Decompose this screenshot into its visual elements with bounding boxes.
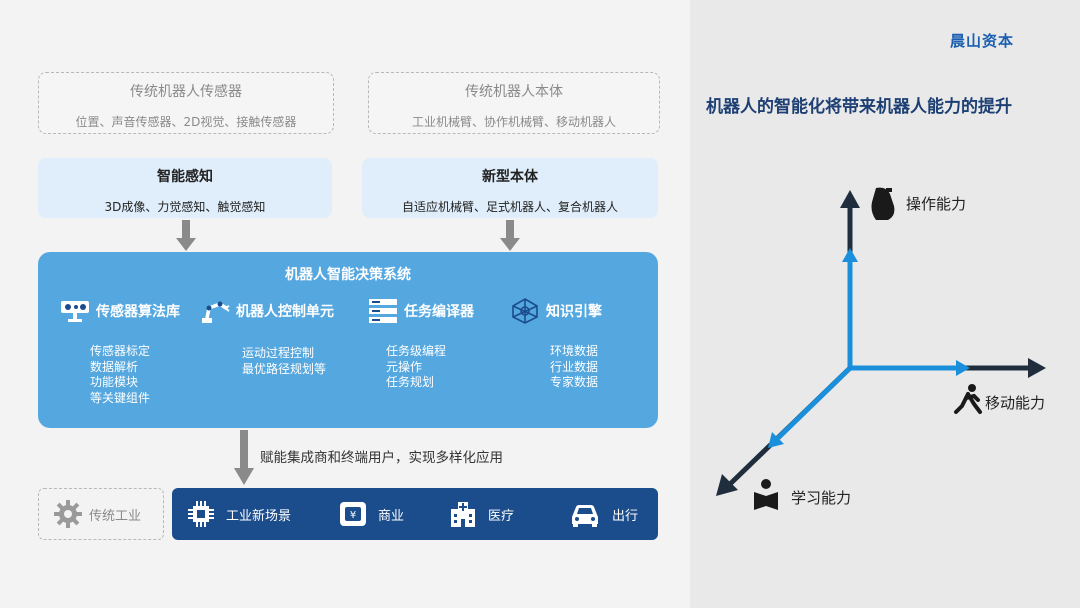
- right-title: 机器人的智能化将带来机器人能力的提升: [706, 97, 1012, 117]
- module-items: 传感器标定 数据解析 功能模块 等关键组件: [90, 344, 150, 406]
- module-task-compiler: 任务编译器: [368, 298, 474, 324]
- hand-icon: [871, 187, 895, 220]
- module-items: 任务级编程 元操作 任务规划: [386, 344, 446, 391]
- axis-downleft-bright: [774, 366, 852, 442]
- server-stack-icon: [369, 299, 397, 323]
- traditional-sensor-box: 传统机器人传感器 位置、声音传感器、2D视觉、接触传感器: [38, 72, 334, 134]
- capability-axes: [716, 187, 1046, 510]
- module-item: 数据解析: [90, 359, 139, 374]
- module-item: 环境数据: [550, 344, 599, 358]
- axis-right-arrowhead: [1028, 358, 1046, 378]
- traditional-industry-box: 传统工业: [38, 488, 164, 540]
- shop-icon: ¥: [340, 502, 366, 526]
- module-item: 最优路径规划等: [242, 361, 327, 376]
- down-arrow-icon: [234, 430, 254, 485]
- traditional-sensor-subtitle: 位置、声音传感器、2D视觉、接触传感器: [75, 115, 297, 129]
- module-items: 运动过程控制 最优路径规划等: [242, 346, 326, 377]
- axis-downleft-arrowhead: [716, 474, 738, 496]
- network-mesh-icon: [512, 298, 538, 324]
- module-item: 行业数据: [550, 359, 599, 374]
- new-body-box: 新型本体 自适应机械臂、足式机器人、复合机器人: [362, 158, 658, 218]
- axis-up-arrowhead: [840, 190, 860, 208]
- module-label: 知识引擎: [546, 304, 602, 320]
- decision-system-title: 机器人智能决策系统: [285, 267, 411, 283]
- sensor-camera-icon: [61, 301, 89, 322]
- brand-logo: 晨山资本: [950, 32, 1015, 50]
- module-item: 传感器标定: [90, 344, 151, 358]
- module-item: 等关键组件: [90, 390, 151, 405]
- new-body-title: 新型本体: [482, 169, 538, 185]
- module-robot-control: 机器人控制单元: [200, 298, 334, 324]
- chip-icon: [188, 501, 214, 527]
- traditional-body-box: 传统机器人本体 工业机械臂、协作机械臂、移动机器人: [368, 72, 660, 134]
- module-item: 任务规划: [386, 375, 435, 389]
- scene-industrial: 工业新场景: [186, 488, 291, 540]
- smart-perception-box: 智能感知 3D成像、力觉感知、触觉感知: [38, 158, 332, 218]
- scene-travel: 出行: [568, 488, 638, 540]
- svg-text:¥: ¥: [350, 510, 356, 521]
- empower-text: 赋能集成商和终端用户，实现多样化应用: [260, 450, 503, 466]
- car-icon: [572, 505, 598, 527]
- module-label: 机器人控制单元: [236, 304, 334, 320]
- axis-label-learning: 学习能力: [791, 489, 852, 507]
- decision-system-box: 机器人智能决策系统 传感器算法库 传感器标定 数据解析 功能模块 等关键组件 机…: [38, 252, 658, 428]
- down-arrow-icon: [176, 220, 196, 251]
- new-body-subtitle: 自适应机械臂、足式机器人、复合机器人: [401, 200, 618, 214]
- traditional-body-title: 传统机器人本体: [465, 84, 563, 100]
- scene-medical: 医疗: [448, 488, 514, 540]
- module-knowledge-engine: 知识引擎: [510, 298, 602, 324]
- scene-label: 医疗: [488, 508, 515, 524]
- smart-perception-subtitle: 3D成像、力觉感知、触觉感知: [104, 200, 266, 214]
- axis-up-inner-arrowhead: [842, 248, 858, 262]
- module-sensor-algorithm: 传感器算法库: [60, 298, 180, 324]
- axis-label-operation: 操作能力: [906, 195, 967, 213]
- axis-label-mobility: 移动能力: [985, 394, 1046, 412]
- axis-right-inner-arrowhead: [956, 360, 970, 376]
- gear-icon: [54, 500, 82, 528]
- down-arrow-icon: [500, 220, 520, 251]
- scene-label: 工业新场景: [226, 508, 292, 524]
- scene-label: 商业: [378, 508, 405, 524]
- smart-perception-title: 智能感知: [157, 169, 213, 185]
- scene-label: 出行: [612, 508, 639, 524]
- module-label: 传感器算法库: [96, 304, 180, 320]
- traditional-sensor-title: 传统机器人传感器: [130, 84, 242, 100]
- module-item: 运动过程控制: [242, 346, 315, 360]
- module-item: 元操作: [386, 359, 423, 374]
- module-items: 环境数据 行业数据 专家数据: [550, 344, 598, 391]
- reading-person-icon: [754, 479, 778, 510]
- scene-commerce: ¥ 商业: [338, 488, 404, 540]
- robot-arm-icon: [202, 301, 230, 323]
- module-item: 专家数据: [550, 375, 599, 389]
- module-label: 任务编译器: [404, 304, 474, 320]
- running-person-icon: [954, 384, 982, 414]
- traditional-body-subtitle: 工业机械臂、协作机械臂、移动机器人: [411, 115, 616, 129]
- module-item: 功能模块: [90, 375, 139, 389]
- module-item: 任务级编程: [386, 344, 447, 358]
- hospital-icon: [451, 502, 475, 527]
- axis-downleft-inner-arrowhead: [768, 432, 784, 448]
- scene-bar: 工业新场景 ¥ 商业 医疗 出行: [172, 488, 658, 540]
- traditional-industry-label: 传统工业: [89, 508, 142, 524]
